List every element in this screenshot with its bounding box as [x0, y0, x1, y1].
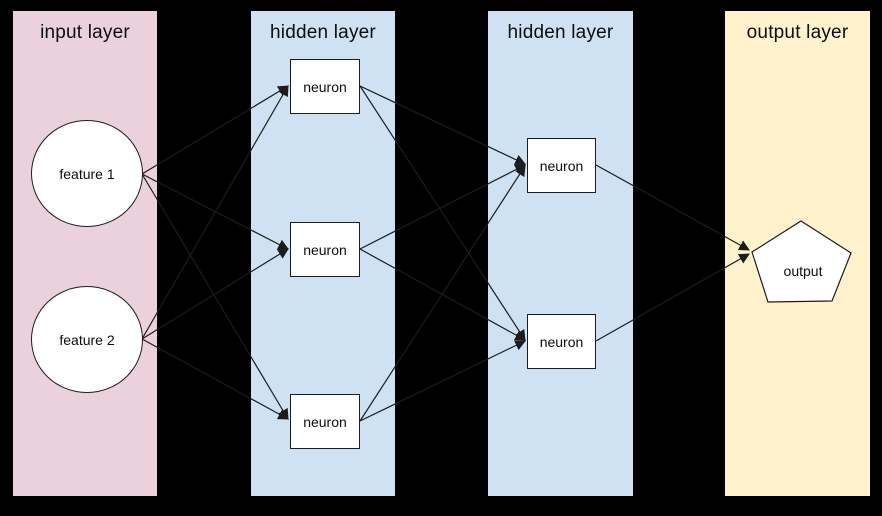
edge-feature1-h1n1 [141, 85, 289, 175]
node-hidden1-neuron-2-label: neuron [303, 241, 347, 258]
edge-h1n1-h2n2 [359, 85, 526, 341]
edge-h1n2-h2n1 [359, 164, 526, 250]
edge-feature2-h1n1 [141, 85, 289, 340]
node-feature-1: feature 1 [31, 120, 143, 227]
panel-title-output: output layer [746, 22, 849, 43]
edge-feature1-h1n3 [141, 173, 289, 420]
node-hidden1-neuron-2: neuron [290, 222, 360, 277]
node-hidden1-neuron-1-label: neuron [303, 78, 347, 95]
node-hidden1-neuron-1: neuron [290, 59, 360, 114]
node-feature-2: feature 2 [31, 286, 143, 393]
node-hidden2-neuron-1: neuron [527, 138, 596, 193]
panel-title-hidden-1: hidden layer [270, 22, 376, 43]
node-hidden1-neuron-3-label: neuron [303, 413, 347, 430]
node-output-label: output [783, 263, 823, 279]
edge-h2n1-output [595, 164, 750, 251]
panel-input-layer: input layer [13, 11, 157, 496]
node-feature-1-label: feature 1 [59, 165, 115, 182]
edge-feature2-h1n3 [141, 338, 289, 420]
edge-h2n2-output [595, 253, 750, 342]
panel-hidden-layer-2: hidden layer [488, 11, 633, 496]
node-hidden1-neuron-3: neuron [290, 394, 360, 449]
node-hidden2-neuron-1-label: neuron [539, 157, 584, 174]
panel-title-hidden-2: hidden layer [507, 22, 614, 43]
edge-h1n3-h2n1 [359, 165, 526, 422]
node-hidden2-neuron-2-label: neuron [539, 333, 584, 350]
edge-feature2-h1n2 [141, 248, 289, 340]
edge-h1n3-h2n2 [359, 340, 526, 422]
node-output-shape [751, 220, 852, 303]
edge-h1n1-h2n1 [359, 85, 526, 165]
node-feature-2-label: feature 2 [59, 331, 115, 348]
panel-title-input: input layer [40, 22, 130, 43]
node-hidden2-neuron-2: neuron [527, 314, 596, 369]
